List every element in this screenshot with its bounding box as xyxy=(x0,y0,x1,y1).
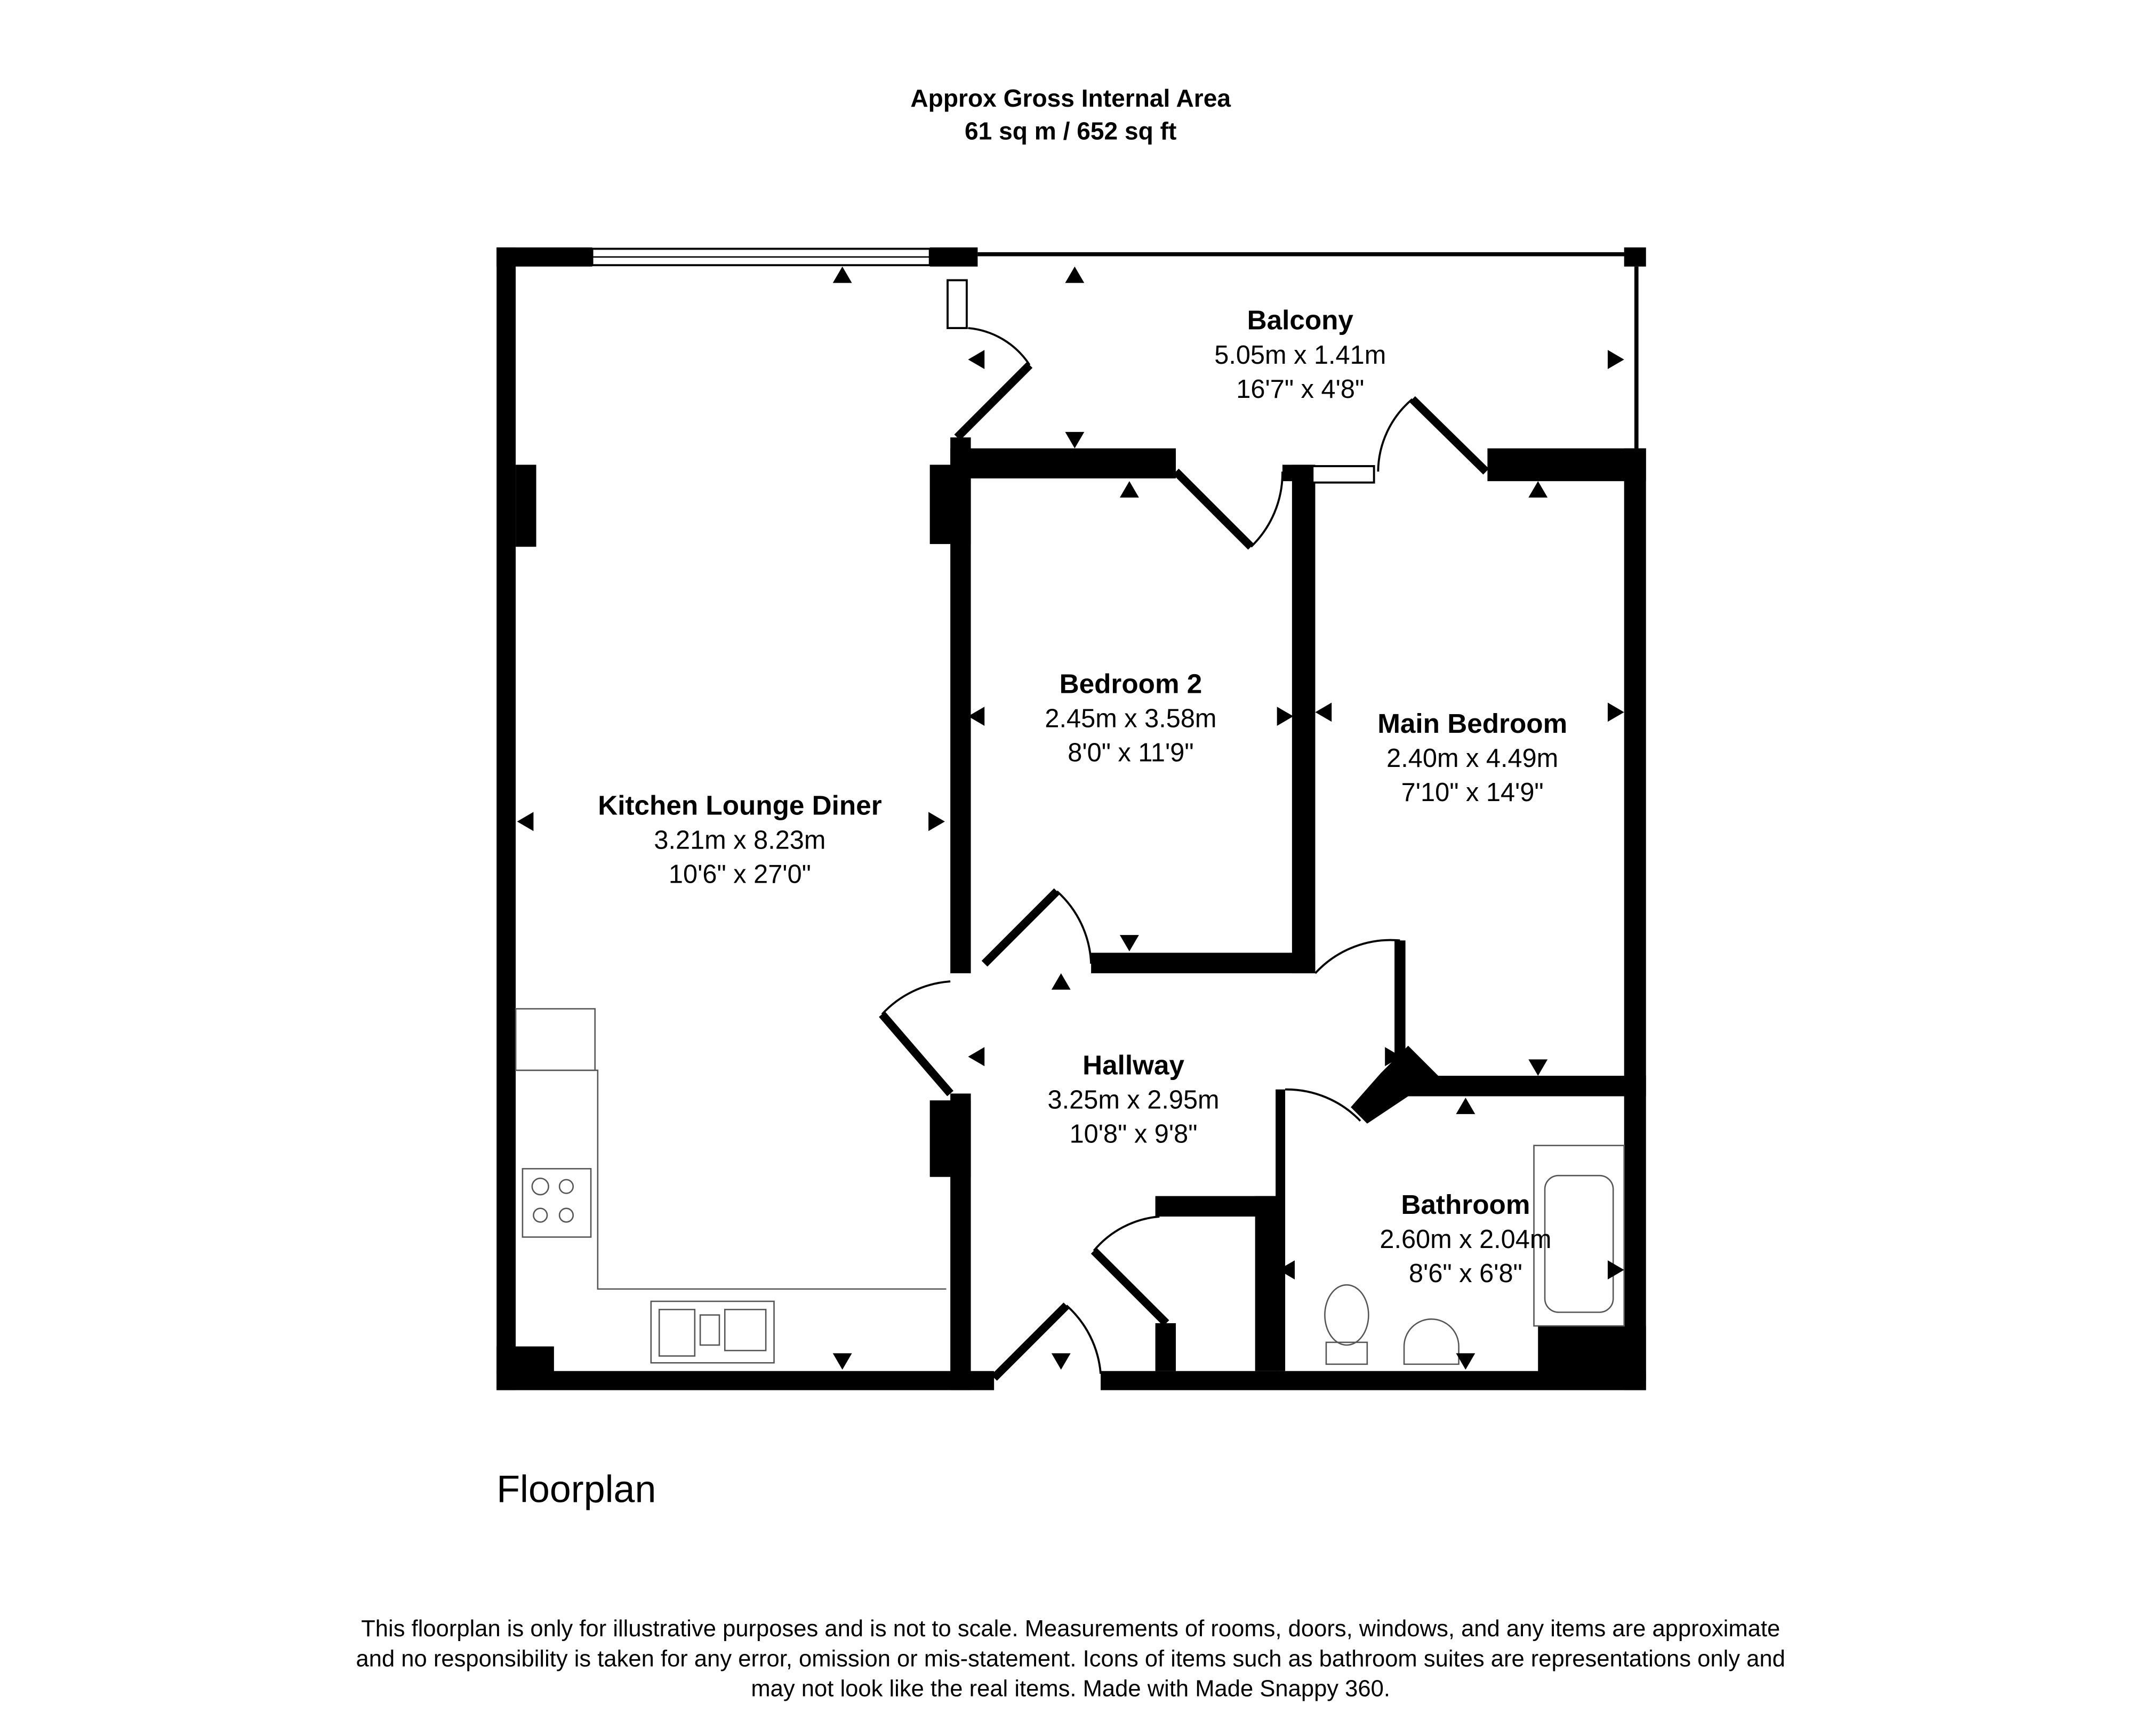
basin-icon xyxy=(1403,1318,1460,1365)
wall-left xyxy=(496,247,516,1390)
room-bedroom-2: Bedroom 2 2.45m x 3.58m 8'0" x 11'9" xyxy=(1045,668,1216,767)
door-swing xyxy=(1285,1088,1361,1122)
wall-bedroom2-right xyxy=(1292,465,1316,973)
wall-bottom-left xyxy=(496,1371,995,1390)
hob-icon xyxy=(522,1168,592,1238)
toilet-icon xyxy=(1324,1284,1369,1346)
door-entrance xyxy=(991,1302,1070,1381)
room-main-bedroom: Main Bedroom 2.40m x 4.49m 7'10" x 14'9" xyxy=(1377,708,1567,807)
area-value: 61 sq m / 652 sq ft xyxy=(965,117,1176,145)
kitchen-counter xyxy=(516,1069,947,1290)
wall-corner-block xyxy=(1538,1326,1646,1381)
room-imperial: 8'0" x 11'9" xyxy=(1068,739,1193,767)
door-cupboard xyxy=(1090,1247,1169,1326)
door-balcony-kitchen xyxy=(954,362,1033,441)
door-main-balcony xyxy=(1409,396,1489,475)
wall-cupboard-right xyxy=(1255,1196,1279,1371)
wall-main-bedroom-top xyxy=(1487,448,1646,482)
wall-bedroom2-top xyxy=(950,448,1176,479)
disclaimer-line: may not look like the real items. Made w… xyxy=(751,1676,1390,1702)
room-kitchen-lounge-diner: Kitchen Lounge Diner 3.21m x 8.23m 10'6"… xyxy=(598,790,882,889)
room-name: Bathroom xyxy=(1401,1189,1530,1220)
room-name: Kitchen Lounge Diner xyxy=(598,790,882,821)
measure-arrows xyxy=(517,266,1624,1370)
walls xyxy=(496,247,1646,1390)
wall-pier xyxy=(929,465,971,545)
door-swing xyxy=(968,327,1031,366)
room-bathroom: Bathroom 2.60m x 2.04m 8'6" x 6'8" xyxy=(1380,1189,1551,1288)
door-swing xyxy=(1250,471,1284,548)
fridge xyxy=(515,1008,596,1071)
door-bedroom2-balcony xyxy=(1173,468,1254,550)
room-metric: 2.45m x 3.58m xyxy=(1045,705,1216,733)
wall-pier xyxy=(929,1100,971,1177)
wall-top-corner xyxy=(929,247,978,267)
room-imperial: 7'10" x 14'9" xyxy=(1401,778,1544,807)
room-metric: 2.60m x 2.04m xyxy=(1380,1225,1551,1254)
wall-bedroom2-bottom xyxy=(1091,953,1316,973)
room-metric: 3.21m x 8.23m xyxy=(654,826,825,855)
door-swing xyxy=(1314,939,1400,974)
room-imperial: 16'7" x 4'8" xyxy=(1236,375,1364,404)
room-balcony: Balcony 5.05m x 1.41m 16'7" x 4'8" xyxy=(1214,305,1386,404)
door-kitchen xyxy=(879,1011,953,1097)
disclaimer-line: and no responsibility is taken for any e… xyxy=(356,1646,1785,1671)
floor-label: Floorplan xyxy=(496,1468,656,1511)
bathroom-fittings xyxy=(1324,1145,1625,1365)
room-name: Balcony xyxy=(1247,305,1354,335)
wall-top-left xyxy=(496,247,592,267)
room-metric: 2.40m x 4.49m xyxy=(1386,744,1558,773)
room-imperial: 10'8" x 9'8" xyxy=(1070,1120,1198,1149)
room-name: Main Bedroom xyxy=(1377,708,1567,739)
door-swing xyxy=(1056,890,1093,964)
balcony-post xyxy=(1624,247,1646,267)
wall-right xyxy=(1624,448,1646,1390)
door-bedroom2 xyxy=(981,888,1060,967)
kitchen-fittings xyxy=(515,1008,947,1364)
windows-and-rails xyxy=(591,247,1639,484)
disclaimer-line: This floorplan is only for illustrative … xyxy=(361,1616,1780,1642)
room-imperial: 8'6" x 6'8" xyxy=(1409,1259,1522,1288)
room-imperial: 10'6" x 27'0" xyxy=(669,860,811,889)
sink-icon xyxy=(650,1300,775,1364)
window-side xyxy=(947,279,968,330)
door-hinge xyxy=(1319,971,1390,1039)
area-title: Approx Gross Internal Area xyxy=(910,84,1231,112)
wall-pier xyxy=(516,465,536,547)
room-name: Hallway xyxy=(1082,1050,1184,1081)
wall-angled xyxy=(1351,1045,1449,1124)
wall-hall-main xyxy=(1394,940,1406,1073)
door-swing xyxy=(1093,1215,1160,1252)
wall-cupboard-stub xyxy=(1155,1323,1176,1371)
door-swing xyxy=(1377,398,1413,472)
room-metric: 5.05m x 1.41m xyxy=(1214,341,1386,370)
door-swing xyxy=(881,980,951,1015)
room-name: Bedroom 2 xyxy=(1060,668,1202,699)
bath-icon xyxy=(1533,1145,1625,1327)
room-hallway: Hallway 3.25m x 2.95m 10'8" x 9'8" xyxy=(1048,1050,1220,1149)
doors xyxy=(879,327,1489,1381)
door-swing xyxy=(1065,1305,1102,1374)
window-balcony xyxy=(1311,465,1375,484)
wall-corner-block xyxy=(496,1346,554,1374)
room-metric: 3.25m x 2.95m xyxy=(1048,1086,1220,1115)
